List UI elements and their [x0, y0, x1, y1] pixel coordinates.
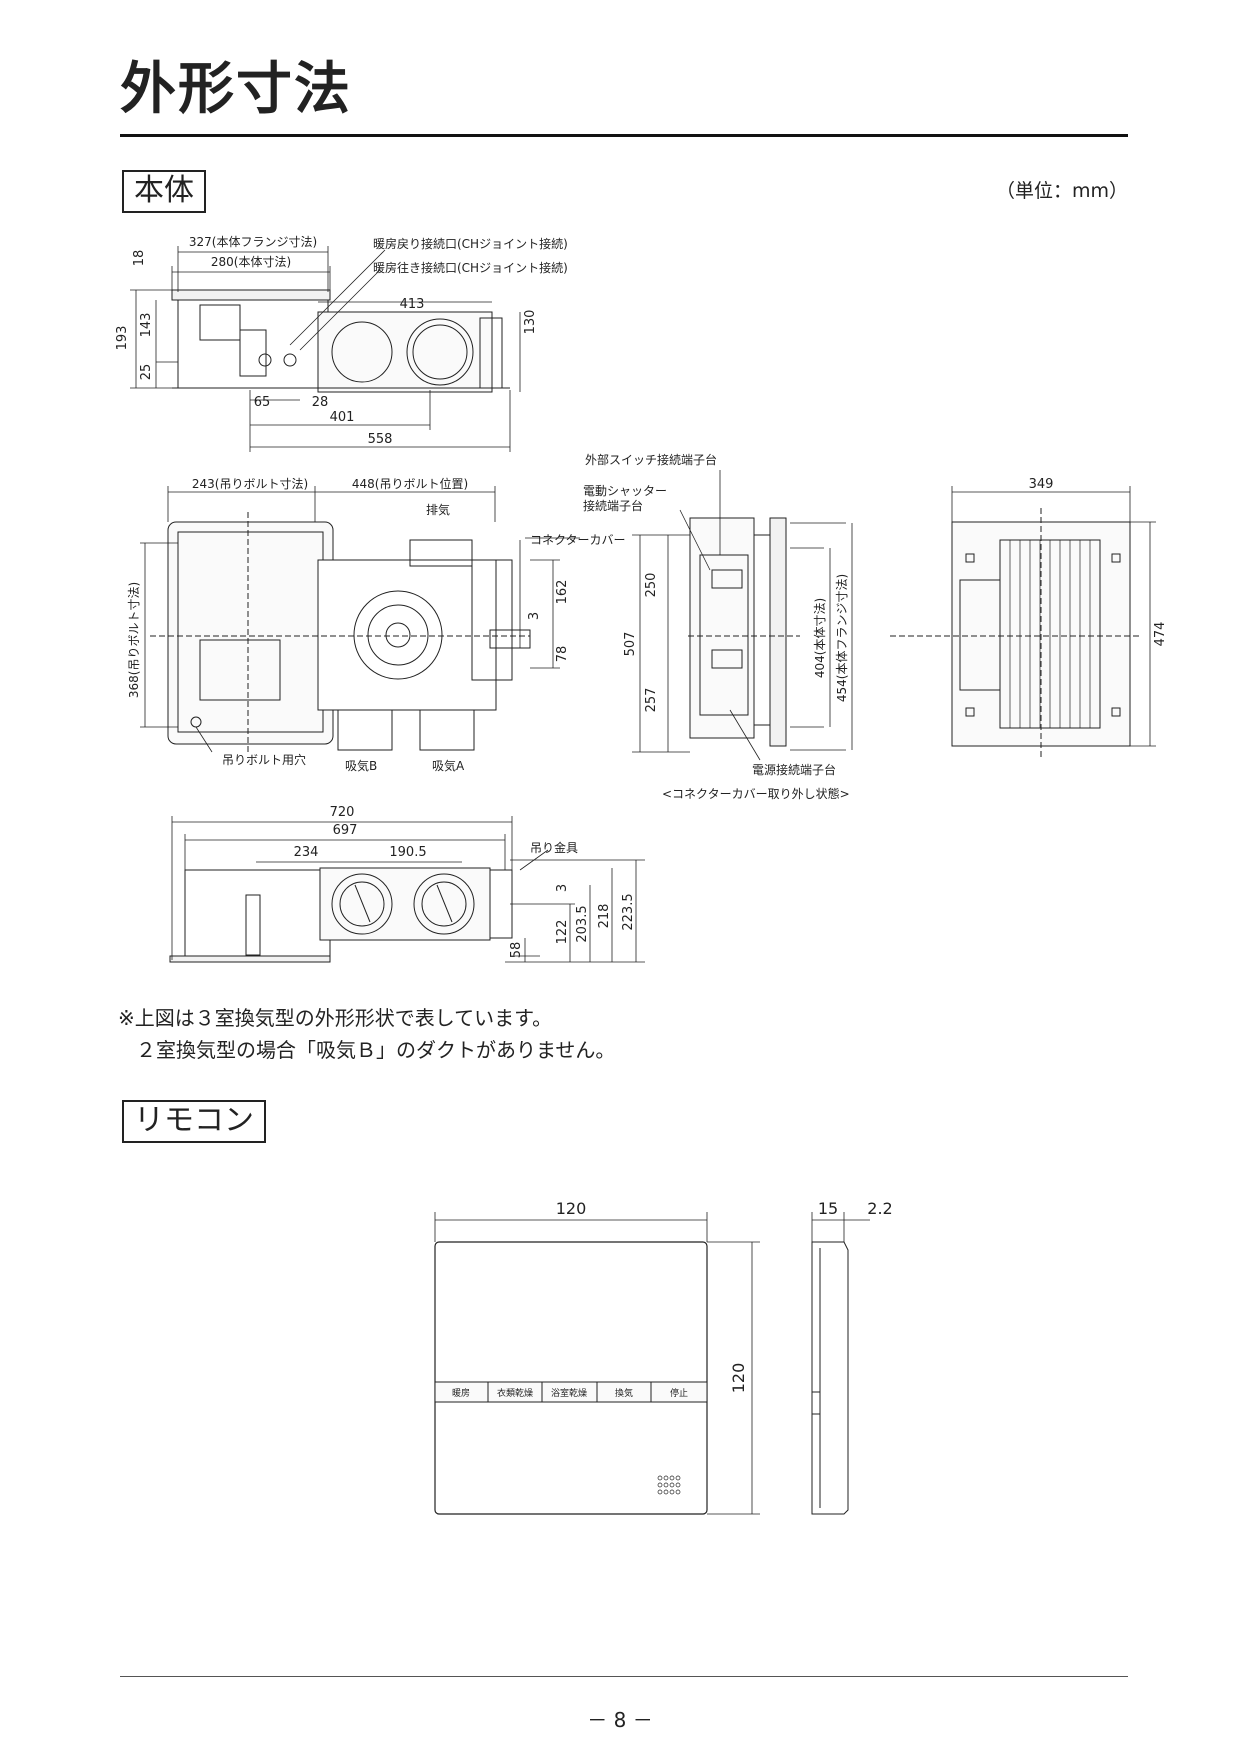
remote-button-ventilate: 換気 [615, 1387, 633, 1399]
dim-b-218: 218 [597, 904, 612, 929]
dim-body-280: 280(本体寸法) [211, 255, 291, 269]
label-power-terminal: 電源接続端子台 [752, 762, 836, 777]
top-view [171, 289, 510, 393]
side-view [688, 517, 800, 747]
dim-162: 162 [555, 580, 570, 605]
dim-side-507: 507 [623, 632, 638, 657]
dim-flange-327: 327(本体フランジ寸法) [189, 235, 317, 249]
dim-top-193: 193 [115, 326, 130, 351]
label-shutter-1: 電動シャッター [583, 484, 667, 498]
dim-3a: 3 [527, 612, 542, 620]
section-label-remote: リモコン [122, 1100, 266, 1143]
dim-grille-474: 474 [1153, 622, 1168, 647]
dim-65: 65 [254, 395, 271, 410]
plan-view [150, 512, 531, 752]
dim-b-58: 58 [509, 942, 524, 959]
dim-b-203-5: 203.5 [575, 905, 590, 942]
remote-height-dim: 120 [729, 1363, 748, 1394]
footnote-line-1: ※上図は３室換気型の外形形状で表しています。 [118, 1006, 553, 1030]
dim-side-454: 454(本体フランジ寸法) [835, 574, 849, 702]
label-bolt-hole: 吊りボルト用穴 [222, 752, 306, 767]
title-rule [120, 134, 1128, 137]
label-intake-a: 吸気A [432, 758, 465, 773]
dim-side-404: 404(本体寸法) [813, 598, 827, 678]
dim-28: 28 [312, 395, 329, 410]
dim-b-697: 697 [333, 823, 358, 838]
remote-depth-dim: 15 [818, 1199, 838, 1218]
remote-thin-dim: 2.2 [867, 1199, 892, 1218]
dim-grille-349: 349 [1029, 477, 1054, 492]
dim-401: 401 [330, 410, 355, 425]
remote-width-dim: 120 [556, 1199, 587, 1218]
dim-top-143: 143 [139, 313, 154, 338]
page-title: 外形寸法 [120, 57, 352, 122]
dim-top-25: 25 [139, 364, 154, 381]
dim-side-257: 257 [644, 688, 659, 713]
dim-b-720: 720 [330, 805, 355, 820]
remote-button-clothes-dry: 衣類乾燥 [497, 1387, 533, 1399]
remote-front-view [434, 1241, 708, 1515]
label-hanger: 吊り金具 [530, 840, 578, 855]
label-heat-return: 暖房戻り接続口(CHジョイント接続) [373, 236, 568, 251]
label-shutter-2: 接続端子台 [583, 498, 643, 513]
label-exhaust: 排気 [426, 502, 450, 517]
dim-bolt-448: 448(吊りボルト位置) [352, 476, 468, 491]
dim-top-18: 18 [132, 250, 147, 267]
label-connector-cover: コネクターカバー [530, 533, 626, 547]
dim-h-130: 130 [523, 310, 538, 335]
unit-note: （単位：mm） [995, 180, 1128, 202]
dim-b-223-5: 223.5 [621, 893, 636, 930]
dim-b-190-5: 190.5 [389, 845, 426, 860]
bottom-rule [120, 1676, 1128, 1677]
remote-button-bath-dry: 浴室乾燥 [551, 1387, 587, 1399]
label-heat-supply: 暖房往き接続口(CHジョイント接続) [373, 260, 568, 275]
label-intake-b: 吸気B [345, 758, 377, 773]
dim-78: 78 [555, 646, 570, 663]
page-number: － 8 － [587, 1708, 653, 1732]
dim-b-122: 122 [555, 920, 570, 945]
dim-bolt-243: 243(吊りボルト寸法) [192, 477, 308, 491]
dim-side-250: 250 [644, 573, 659, 598]
footnote: ※上図は３室換気型の外形形状で表しています。 ２室換気型の場合「吸気Ｂ」のダクト… [118, 1002, 615, 1066]
remote-button-heating: 暖房 [452, 1387, 470, 1399]
dim-558: 558 [368, 432, 393, 447]
remote-button-stop: 停止 [670, 1387, 688, 1399]
label-cover-removed: <コネクターカバー取り外し状態> [662, 786, 850, 801]
front-view [169, 867, 513, 963]
footnote-line-2: ２室換気型の場合「吸気Ｂ」のダクトがありません。 [136, 1038, 616, 1062]
dim-b-234: 234 [294, 845, 319, 860]
dim-b-3: 3 [555, 884, 570, 892]
dim-w-413: 413 [400, 297, 425, 312]
remote-side-view [811, 1241, 849, 1515]
label-ext-switch: 外部スイッチ接続端子台 [585, 452, 717, 467]
dim-bolt-368: 368(吊りボルト寸法) [127, 582, 141, 698]
section-label-main-unit: 本体 [122, 170, 206, 213]
grille-view [890, 508, 1140, 760]
